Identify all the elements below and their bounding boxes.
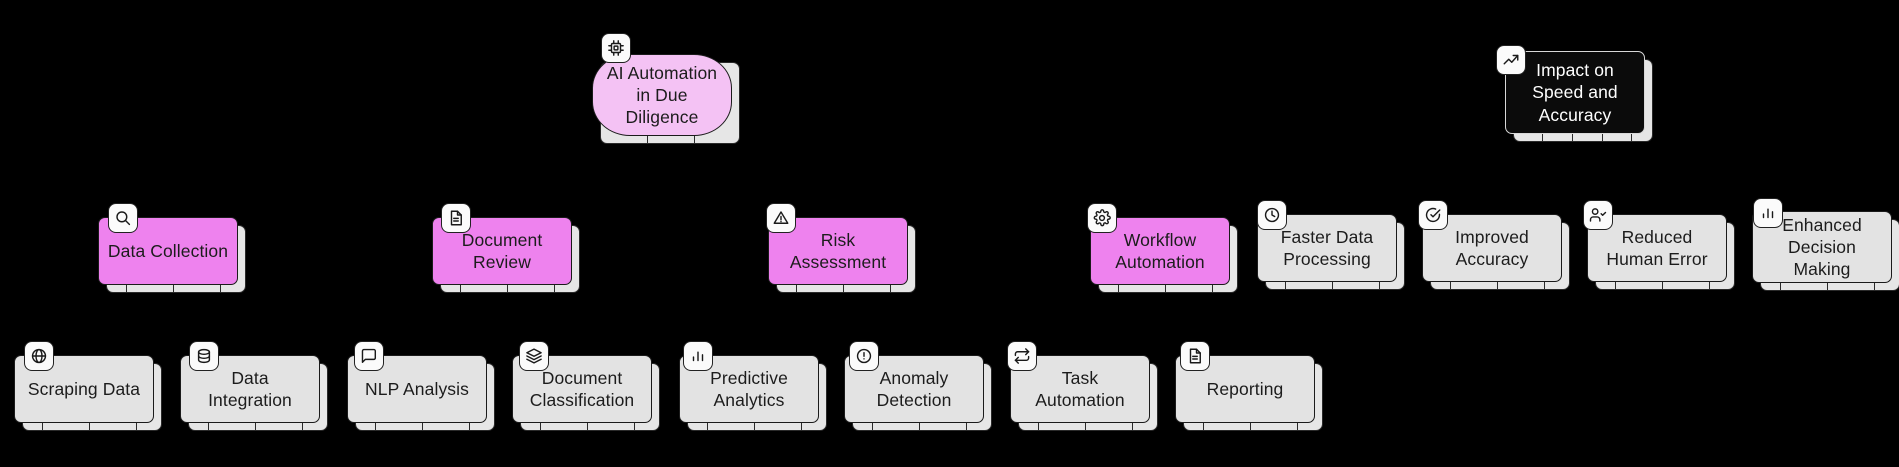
node-impact-speed-accuracy[interactable]: Impact on Speed and Accuracy [1505,51,1645,134]
user-check-icon [1583,200,1613,230]
check-circle-icon [1418,200,1448,230]
node-label: Enhanced Decision Making [1782,214,1862,280]
bar-chart-icon [1753,198,1783,228]
node-label: Improved Accuracy [1455,226,1529,269]
node-label: NLP Analysis [365,378,469,399]
node-faster-data-processing[interactable]: Faster Data Processing [1257,214,1397,282]
node-label: Risk Assessment [789,229,887,272]
node-document-classification[interactable]: Document Classification [512,355,652,423]
node-label: Reduced Human Error [1606,226,1708,269]
node-label: Data Integration [208,367,292,410]
cpu-chip-icon [601,33,631,63]
node-root-ai-automation[interactable]: AI Automation in Due Diligence [592,54,732,136]
node-reduced-human-error[interactable]: Reduced Human Error [1587,214,1727,282]
file-text-icon [441,203,471,233]
globe-icon [24,341,54,371]
node-label: Reporting [1206,378,1284,399]
node-label: Faster Data Processing [1280,226,1374,269]
node-label: Data Collection [107,240,229,261]
trending-up-icon [1496,45,1526,75]
repeat-icon [1007,341,1037,371]
node-label: Workflow Automation [1115,229,1205,272]
alert-circle-icon [849,341,879,371]
database-icon [189,341,219,371]
clock-icon [1257,200,1287,230]
layers-icon [519,341,549,371]
search-icon [108,203,138,233]
message-square-icon [354,341,384,371]
node-label: Document Classification [529,367,635,410]
bar-chart-icon [683,341,713,371]
node-label: Impact on Speed and Accuracy [1532,60,1618,125]
node-label: Predictive Analytics [710,367,788,410]
node-label: Document Review [461,229,543,272]
node-document-review[interactable]: Document Review [432,217,572,285]
gear-icon [1087,203,1117,233]
file-text-icon [1180,341,1210,371]
node-label: Task Automation [1035,367,1125,410]
node-label: AI Automation in Due Diligence [606,62,718,128]
node-label: Anomaly Detection [876,367,952,410]
alert-triangle-icon [766,203,796,233]
node-task-automation[interactable]: Task Automation [1010,355,1150,423]
node-data-integration[interactable]: Data Integration [180,355,320,423]
node-label: Scraping Data [27,378,141,399]
